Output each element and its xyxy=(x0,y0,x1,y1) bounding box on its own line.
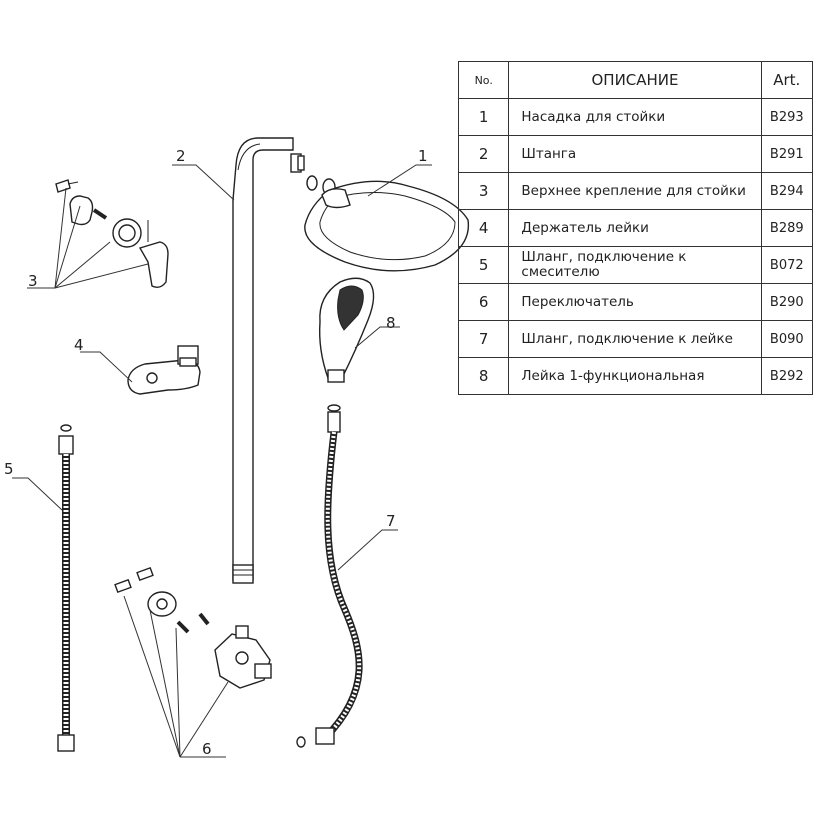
leader-lines xyxy=(12,164,432,758)
row-no: 8 xyxy=(457,357,510,395)
table-row: 3 Верхнее крепление для стойки B294 xyxy=(457,172,814,210)
table-row: 7 Шланг, подключение к лейке B090 xyxy=(457,320,814,358)
table-header-row: No. ОПИСАНИЕ Art. xyxy=(457,61,814,99)
table-row: 5 Шланг, подключение к смесителю B072 xyxy=(457,246,814,284)
shower-head-drawing xyxy=(304,175,470,272)
callout-2: 2 xyxy=(176,147,186,165)
row-art: B291 xyxy=(760,135,814,173)
row-no: 5 xyxy=(457,246,510,284)
row-description: Штанга xyxy=(508,135,762,173)
row-description: Переключатель xyxy=(508,283,762,321)
parts-table: No. ОПИСАНИЕ Art. 1 Насадка для стойки B… xyxy=(457,61,814,395)
callout-7: 7 xyxy=(386,512,396,530)
table-row: 8 Лейка 1-функциональная B292 xyxy=(457,357,814,395)
row-art: B294 xyxy=(760,172,814,210)
row-no: 2 xyxy=(457,135,510,173)
row-art: B292 xyxy=(760,357,814,395)
callout-1: 1 xyxy=(418,147,428,165)
shower-rod-drawing xyxy=(232,137,305,584)
table-row: 4 Держатель лейки B289 xyxy=(457,209,814,247)
header-no: No. xyxy=(457,61,510,99)
row-description: Насадка для стойки xyxy=(508,98,762,136)
row-no: 1 xyxy=(457,98,510,136)
row-art: B289 xyxy=(760,209,814,247)
row-description: Шланг, подключение к смесителю xyxy=(508,246,762,284)
row-description: Верхнее крепление для стойки xyxy=(508,172,762,210)
callout-6: 6 xyxy=(202,740,212,758)
hand-shower-drawing xyxy=(318,277,375,383)
row-description: Шланг, подключение к лейке xyxy=(508,320,762,358)
row-no: 7 xyxy=(457,320,510,358)
table-row: 1 Насадка для стойки B293 xyxy=(457,98,814,136)
callout-3: 3 xyxy=(28,272,38,290)
diverter-drawing xyxy=(114,566,272,689)
hand-shower-hose-drawing xyxy=(296,404,363,748)
callout-8: 8 xyxy=(386,314,396,332)
row-description: Держатель лейки xyxy=(508,209,762,247)
callout-5: 5 xyxy=(4,460,14,478)
row-no: 4 xyxy=(457,209,510,247)
row-art: B072 xyxy=(760,246,814,284)
upper-wall-mount-drawing xyxy=(55,179,169,289)
row-description: Лейка 1-функциональная xyxy=(508,357,762,395)
row-art: B090 xyxy=(760,320,814,358)
row-no: 3 xyxy=(457,172,510,210)
row-no: 6 xyxy=(457,283,510,321)
callout-4: 4 xyxy=(74,336,84,354)
row-art: B290 xyxy=(760,283,814,321)
header-description: ОПИСАНИЕ xyxy=(508,61,762,99)
hand-shower-holder-drawing xyxy=(127,345,201,395)
mixer-hose-drawing xyxy=(57,424,75,752)
table-row: 2 Штанга B291 xyxy=(457,135,814,173)
row-art: B293 xyxy=(760,98,814,136)
header-art: Art. xyxy=(760,61,814,99)
table-row: 6 Переключатель B290 xyxy=(457,283,814,321)
